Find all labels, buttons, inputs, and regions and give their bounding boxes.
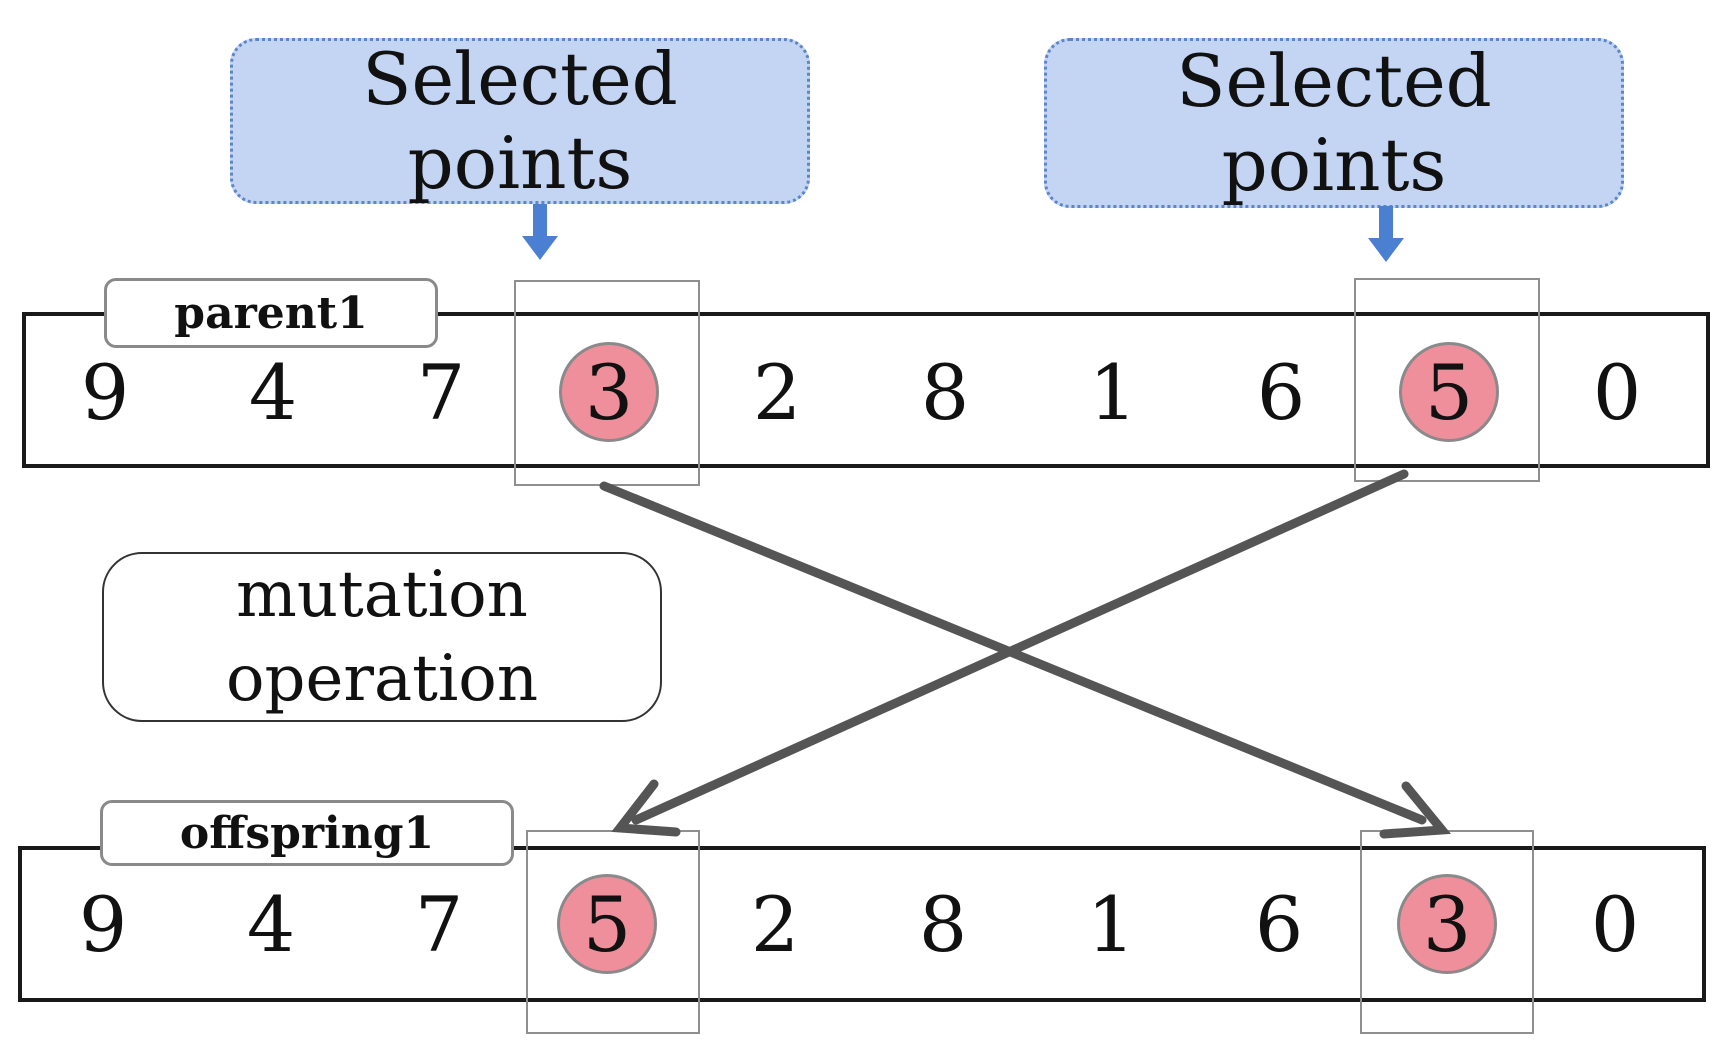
highlight-circle-icon (1399, 342, 1499, 442)
parent-selected-frame-2 (1354, 278, 1540, 482)
parent-gene-2: 7 (381, 337, 501, 447)
parent-gene-value: 6 (1256, 347, 1306, 437)
offspring-gene-value: 3 (1422, 879, 1472, 969)
offspring-gene-9: 0 (1555, 869, 1675, 979)
offspring-gene-value: 7 (414, 879, 464, 969)
offspring-gene-value: 5 (582, 879, 632, 969)
parent-gene-value: 7 (416, 347, 466, 437)
offspring-gene-4: 2 (715, 869, 835, 979)
highlight-circle-icon (557, 874, 657, 974)
offspring-gene-0: 9 (43, 869, 163, 979)
offspring-gene-value: 8 (918, 879, 968, 969)
offspring-gene-3: 5 (547, 869, 667, 979)
mutation-operation-box: mutation operation (102, 552, 662, 722)
offspring-gene-6: 1 (1051, 869, 1171, 979)
swap-arrow-3-to-right (599, 481, 1427, 825)
callout-line1: Selected (362, 37, 678, 121)
parent-label: parent1 (104, 278, 438, 348)
swap-arrowhead-left (611, 779, 681, 837)
parent-gene-9: 0 (1557, 337, 1677, 447)
offspring-gene-5: 8 (883, 869, 1003, 979)
parent-gene-8: 5 (1389, 337, 1509, 447)
parent-gene-value: 1 (1088, 347, 1138, 437)
highlight-circle-icon (1397, 874, 1497, 974)
selected-points-callout-right: Selected points (1044, 38, 1624, 208)
selected-points-callout-left: Selected points (230, 37, 810, 205)
operation-line2: operation (225, 642, 539, 716)
down-arrow-icon (1368, 206, 1404, 262)
parent-gene-value: 5 (1424, 347, 1474, 437)
parent-gene-value: 9 (80, 347, 130, 437)
callout-line1: Selected (1176, 39, 1492, 123)
parent-gene-6: 1 (1053, 337, 1173, 447)
highlight-circle-icon (559, 342, 659, 442)
parent-gene-value: 4 (248, 347, 298, 437)
offspring-gene-1: 4 (211, 869, 331, 979)
callout-line2: points (407, 121, 633, 205)
offspring-gene-8: 3 (1387, 869, 1507, 979)
swap-arrowhead-right (1379, 781, 1451, 839)
offspring-gene-value: 0 (1590, 879, 1640, 969)
down-arrow-icon (522, 204, 558, 260)
parent-gene-3: 3 (549, 337, 669, 447)
parent-gene-value: 3 (584, 347, 634, 437)
parent-gene-value: 2 (752, 347, 802, 437)
swap-arrow-5-to-left (631, 469, 1409, 825)
parent-gene-value: 8 (920, 347, 970, 437)
parent-gene-7: 6 (1221, 337, 1341, 447)
offspring-gene-value: 1 (1086, 879, 1136, 969)
parent-gene-5: 8 (885, 337, 1005, 447)
offspring-gene-value: 4 (246, 879, 296, 969)
offspring-label: offspring1 (100, 800, 514, 866)
offspring-gene-value: 6 (1254, 879, 1304, 969)
parent-gene-value: 0 (1592, 347, 1642, 437)
operation-line1: mutation (236, 558, 528, 632)
parent-gene-0: 9 (45, 337, 165, 447)
offspring-gene-7: 6 (1219, 869, 1339, 979)
callout-line2: points (1221, 123, 1447, 207)
parent-gene-1: 4 (213, 337, 333, 447)
parent-gene-4: 2 (717, 337, 837, 447)
offspring-gene-value: 9 (78, 879, 128, 969)
offspring-gene-2: 7 (379, 869, 499, 979)
offspring-gene-value: 2 (750, 879, 800, 969)
